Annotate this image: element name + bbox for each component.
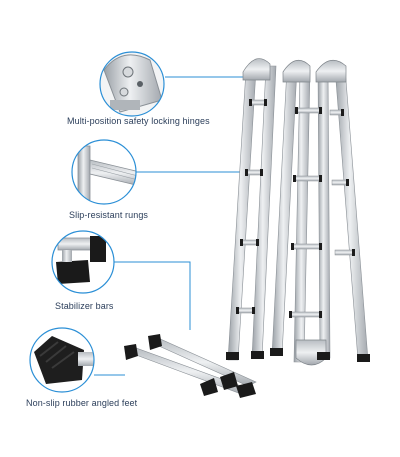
rung-icon [71, 139, 137, 205]
rubber-foot-icon [29, 327, 95, 393]
caption-rungs: Slip-resistant rungs [69, 210, 149, 220]
ladder [226, 58, 370, 366]
caption-feet: Non-slip rubber angled feet [26, 398, 138, 408]
caption-stabilizer: Stabilizer bars [55, 301, 114, 311]
stabilizer-icon [51, 230, 115, 294]
stabilizer-bars [124, 334, 257, 398]
connector-lines [94, 76, 247, 376]
caption-hinges: Multi-position safety locking hinges [67, 116, 210, 126]
hinge-icon [99, 51, 165, 117]
